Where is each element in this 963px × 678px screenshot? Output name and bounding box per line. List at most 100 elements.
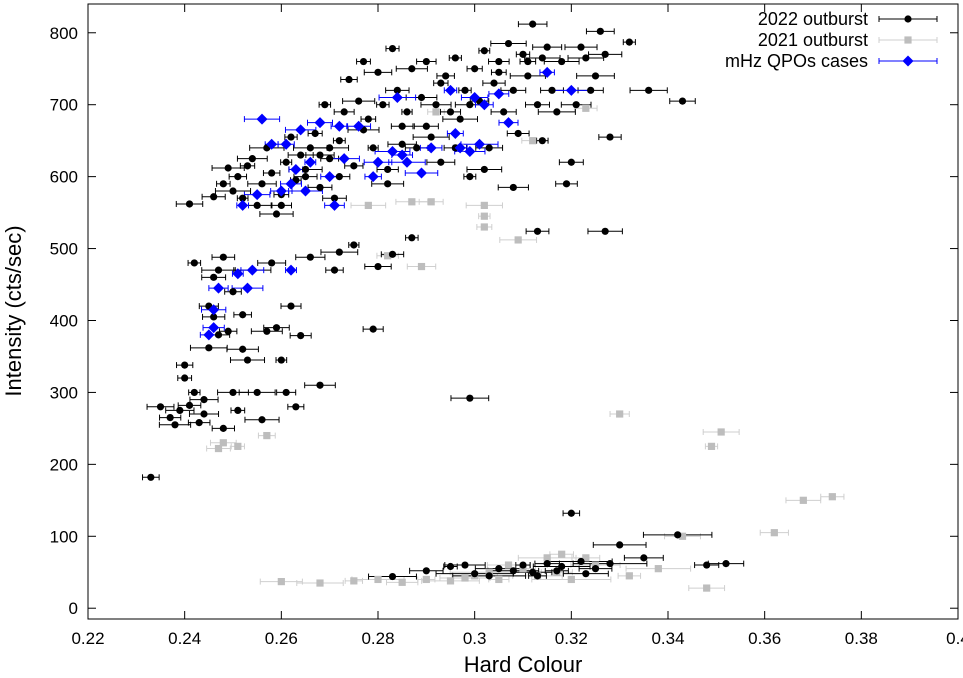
data-point [369, 144, 377, 152]
plot-frame [87, 3, 959, 620]
data-point [214, 331, 223, 339]
data-point [166, 413, 174, 422]
data-point [582, 570, 590, 578]
data-point [285, 264, 297, 276]
data-point [190, 388, 198, 397]
data-point [208, 304, 220, 316]
data-point [268, 259, 276, 267]
data-point [485, 572, 493, 580]
data-point [282, 158, 290, 166]
data-point [469, 92, 481, 104]
data-point [504, 39, 513, 48]
data-point [350, 577, 358, 585]
data-point [514, 129, 522, 138]
data-point [364, 115, 372, 123]
data-point [181, 374, 189, 382]
data-point [553, 108, 561, 116]
data-point [596, 27, 604, 35]
data-point [243, 356, 252, 364]
data-point [541, 66, 553, 78]
data-point [345, 75, 353, 84]
data-point [553, 567, 561, 575]
data-point [427, 133, 435, 141]
data-point [616, 410, 624, 418]
data-point [224, 327, 232, 335]
data-point [480, 212, 488, 220]
data-point [509, 183, 517, 192]
data-point [466, 173, 474, 181]
data-point [210, 273, 218, 281]
data-point [413, 144, 421, 152]
data-point [445, 84, 456, 96]
data-point [437, 79, 445, 87]
data-point [290, 163, 302, 175]
data-point [292, 403, 300, 411]
data-point [416, 167, 427, 179]
data-point [306, 253, 314, 261]
x-tick-label: 0.28 [361, 629, 394, 648]
data-point [471, 570, 479, 578]
data-point [314, 117, 326, 129]
data-point [601, 50, 609, 58]
data-point [214, 444, 223, 453]
data-point [495, 68, 503, 76]
data-point [674, 531, 682, 539]
data-point [295, 124, 307, 136]
data-point [451, 54, 459, 62]
data-point [500, 108, 508, 116]
data-point [237, 199, 249, 211]
data-point [466, 101, 474, 109]
data-point [229, 288, 237, 296]
data-point [442, 72, 450, 80]
data-point [263, 431, 271, 440]
data-point [562, 180, 571, 188]
data-point [185, 200, 194, 208]
legend-label: 2022 outburst [758, 9, 868, 29]
data-point [485, 144, 493, 152]
x-tick-label: 0.36 [748, 629, 781, 648]
data-point [454, 142, 466, 154]
data-point [171, 421, 179, 429]
data-point [543, 43, 551, 51]
data-point [251, 189, 263, 201]
data-point [369, 325, 377, 333]
data-point [282, 388, 290, 397]
data-point [401, 156, 413, 168]
data-point [408, 65, 416, 73]
data-point [229, 187, 237, 195]
data-point [543, 554, 551, 562]
data-point [524, 57, 532, 66]
x-tick-labels: 0.220.240.260.280.30.320.340.360.380.4 [71, 629, 963, 648]
data-point [722, 560, 730, 568]
data-point [266, 138, 278, 150]
data-point [367, 171, 379, 183]
x-tick-label: 0.38 [845, 629, 878, 648]
data-point [285, 178, 297, 190]
data-point [239, 194, 247, 202]
data-point [601, 227, 609, 235]
data-point [582, 554, 590, 562]
data-point [577, 557, 585, 566]
data-point [359, 57, 368, 66]
data-point [210, 193, 218, 201]
data-point [422, 122, 430, 130]
data-point [253, 201, 261, 210]
data-point [355, 97, 363, 105]
data-point [195, 419, 203, 427]
data-point [300, 185, 311, 197]
data-point [258, 416, 266, 424]
y-axis-label: Intensity (cts/sec) [1, 225, 26, 396]
data-point [333, 120, 345, 132]
data-point [432, 101, 440, 109]
x-tick-label: 0.3 [463, 629, 487, 648]
data-point [504, 561, 513, 569]
data-point [533, 101, 542, 109]
data-point [519, 50, 527, 58]
y-tick-label: 0 [69, 599, 78, 618]
data-point [335, 248, 343, 256]
data-point [384, 165, 392, 174]
data-point [387, 145, 398, 157]
legend-marker [904, 15, 912, 23]
data-point [304, 156, 316, 168]
